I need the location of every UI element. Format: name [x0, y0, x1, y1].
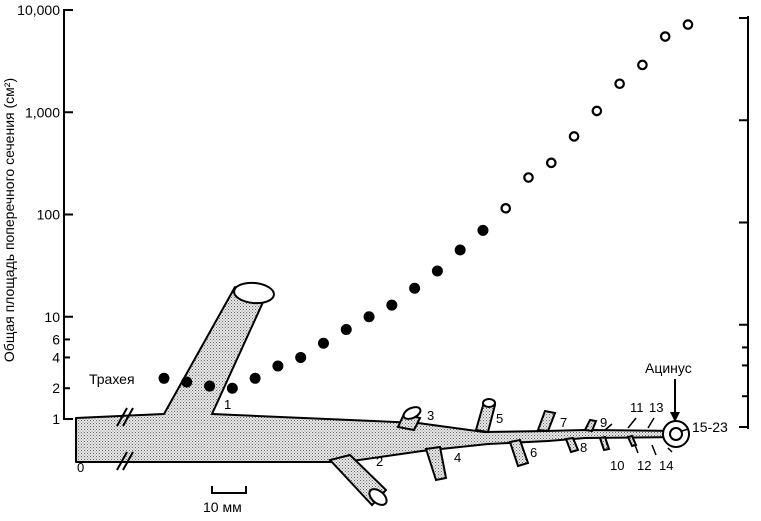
branch-9: [583, 418, 598, 433]
generation-label: 7: [560, 415, 567, 430]
generation-label: 10: [610, 458, 624, 473]
data-point-filled: [386, 299, 398, 311]
generation-label: 13: [649, 400, 663, 415]
data-point-open: [659, 31, 671, 42]
generation-label: 9: [600, 415, 607, 430]
generation-label: 3: [427, 408, 434, 423]
data-point-open: [523, 172, 534, 183]
generation-label: 8: [580, 440, 587, 455]
generation-label: 14: [659, 458, 673, 473]
data-point-filled: [158, 372, 170, 384]
branch-4: [424, 445, 448, 482]
data-point-filled: [340, 324, 352, 336]
data-point-open: [682, 19, 694, 30]
branch-5-opening: [482, 398, 496, 408]
y-tick-label: 6: [52, 331, 60, 347]
scale-bar-label: 10 мм: [203, 499, 242, 515]
data-point-filled: [249, 372, 261, 384]
generation-label: 12: [637, 458, 651, 473]
data-point-filled: [295, 351, 307, 363]
branch-8: [564, 436, 580, 454]
leader-lines: [604, 417, 689, 456]
airway-tree-illustration: [75, 281, 690, 507]
data-point-filled: [181, 376, 193, 388]
y-tick-label: 2: [52, 380, 60, 396]
generation-label: 5: [496, 411, 503, 426]
acinus-circle-outer: [662, 420, 690, 448]
data-point-open: [568, 131, 580, 142]
generation-label: 4: [454, 450, 461, 465]
data-point-open: [637, 59, 648, 71]
data-point-open: [500, 202, 512, 214]
y-tick-label: 1: [52, 411, 60, 427]
branch-6: [508, 438, 530, 468]
generation-label: 1: [224, 397, 231, 412]
generation-label: 2: [376, 454, 383, 469]
branch-7: [536, 409, 557, 433]
y-tick-label: 10: [44, 309, 60, 325]
data-point-filled: [454, 244, 466, 256]
trachea-label: Трахея: [89, 371, 135, 387]
data-point-filled: [317, 337, 329, 349]
data-point-open: [591, 105, 603, 117]
trachea-break-marks: [116, 407, 134, 471]
y-tick-label: 100: [37, 207, 61, 223]
generation-label: 11: [630, 400, 644, 415]
branch-12: [626, 434, 638, 448]
y-tick-label: 1,000: [25, 104, 60, 120]
acinus-label: Ацинус: [645, 360, 692, 376]
generation-label: 15-23: [692, 419, 728, 435]
data-point-filled: [431, 265, 443, 277]
data-point-open: [614, 78, 625, 90]
y-tick-label: 4: [52, 349, 60, 365]
main-bronchus-opening: [233, 281, 275, 305]
branch-10: [598, 435, 611, 452]
y-axis-label: Общая площадь поперечного сечения (см²): [1, 78, 17, 362]
acinus-arrow-head: [670, 412, 680, 422]
data-point-filled: [272, 360, 284, 372]
y-tick-label: 10,000: [17, 2, 60, 18]
data-point-filled: [226, 382, 238, 394]
axes: 1 10 100 1,000 10,000 2 4 6: [17, 2, 749, 429]
data-point-filled: [409, 282, 421, 294]
generation-label: 0: [77, 460, 84, 475]
scale-bar: [211, 486, 247, 494]
generation-label: 6: [530, 445, 537, 460]
data-point-filled: [204, 380, 216, 392]
data-point-filled: [363, 311, 375, 323]
branch-3-opening: [402, 406, 422, 420]
acinus-circle-inner: [669, 427, 683, 441]
data-markers: [158, 19, 694, 394]
branch-2-opening: [368, 488, 388, 506]
data-point-open: [546, 157, 557, 169]
generation-labels: 0 1 2 3 4 5 6 7 8 9 10 11 12 13 14 15-23: [77, 397, 728, 475]
data-point-filled: [477, 224, 489, 236]
